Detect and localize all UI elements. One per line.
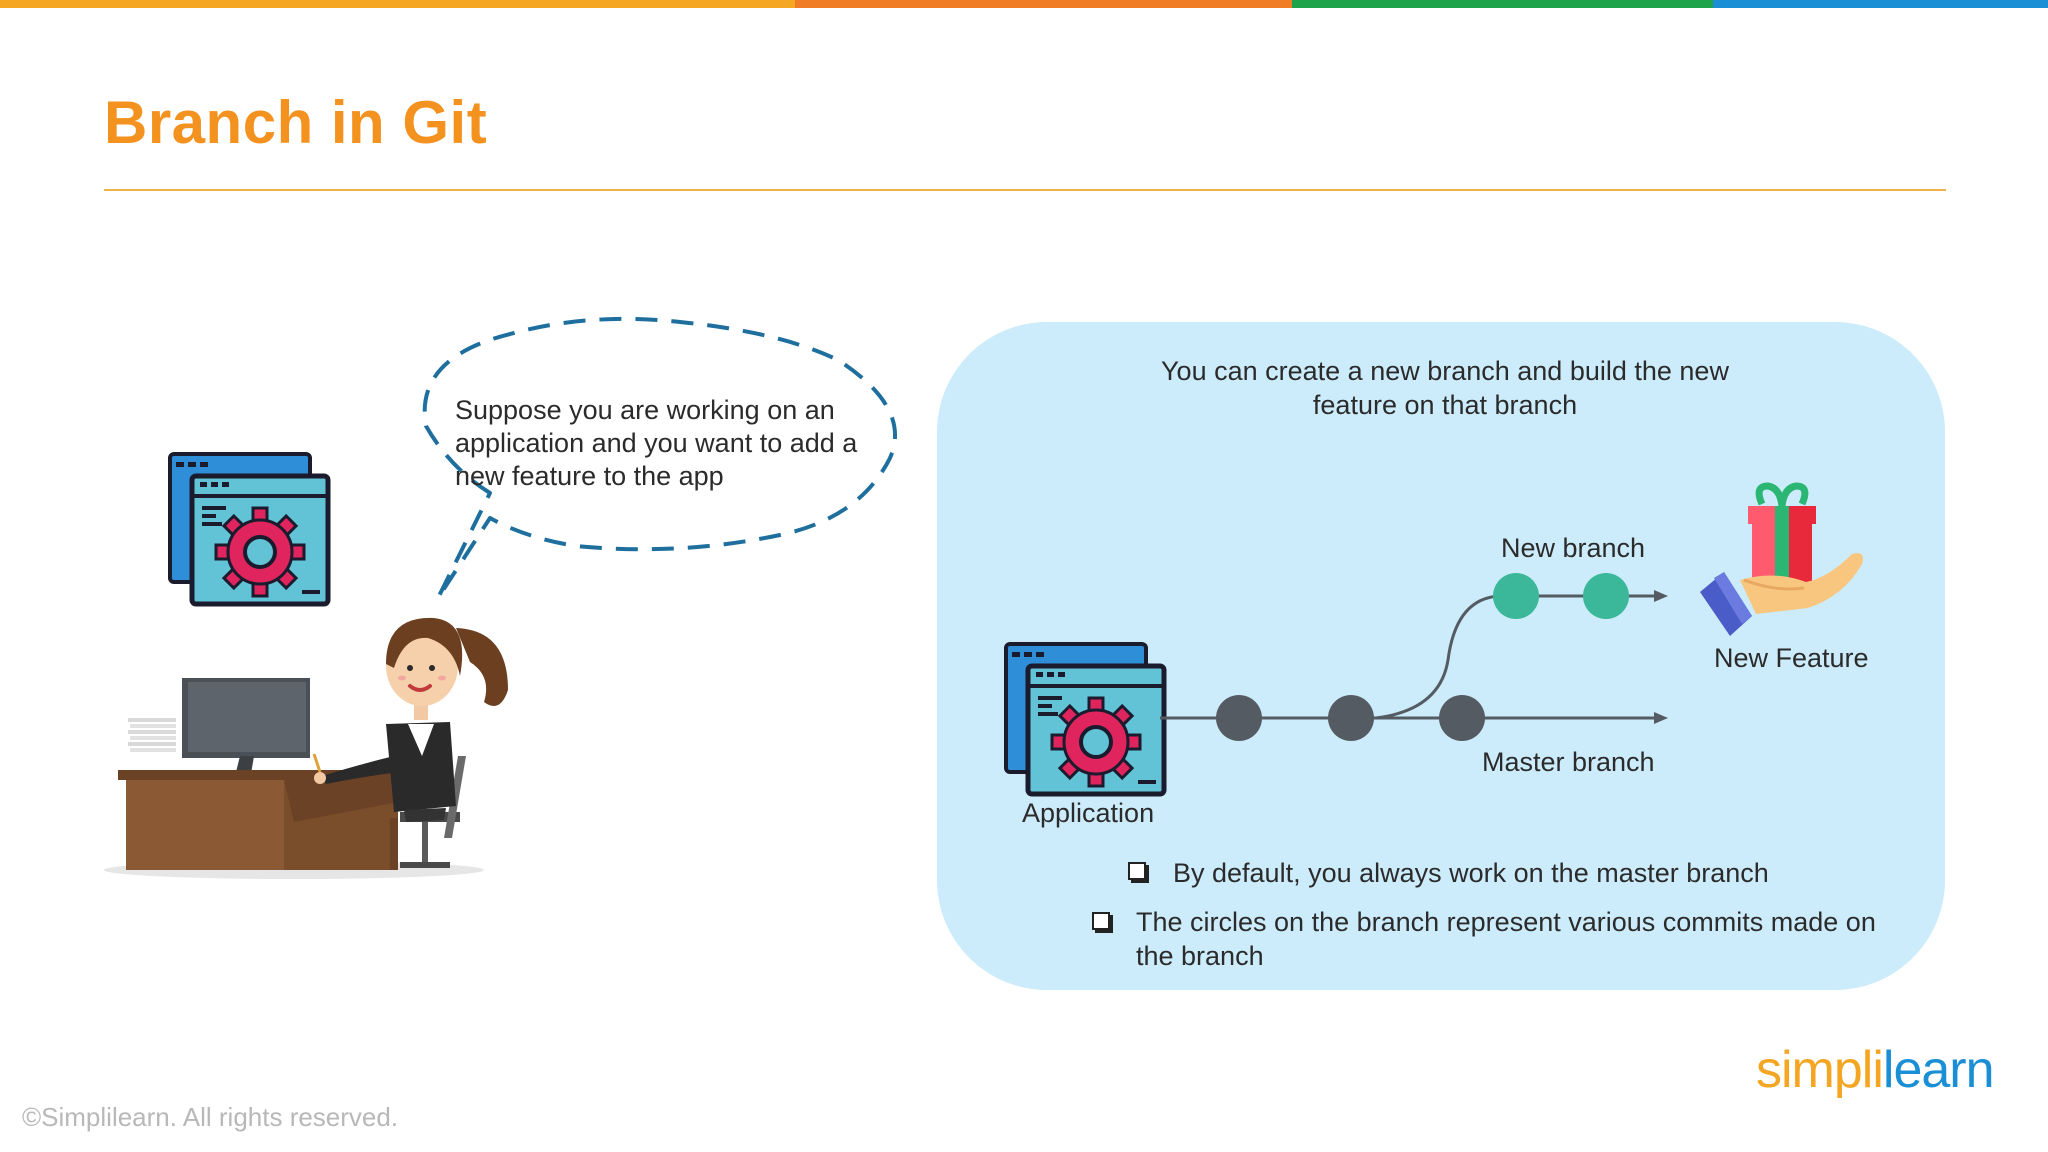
copyright-text: ©Simplilearn. All rights reserved. [22,1102,399,1132]
top-color-bar [0,0,2048,8]
speech-bubble [422,316,897,600]
bullet-icon-2 [1092,912,1110,930]
master-arrowhead [1654,712,1668,724]
developer-at-desk-illustration [104,617,508,879]
new-branch-label: New branch [1501,533,1646,563]
new-branch-arrowhead [1654,590,1668,602]
panel-heading-line1: You can create a new branch and build th… [1161,356,1729,386]
master-commit-3 [1439,695,1485,741]
new-feature-label: New Feature [1714,643,1869,673]
branch-commit-1 [1493,573,1539,619]
logo-part-i: i [1872,1041,1884,1099]
logo-part-learn: learn [1882,1041,1995,1099]
application-label: Application [1022,798,1155,828]
app-window-gear-icon [168,452,331,607]
top-bar-segment-blue [1713,0,2048,8]
master-commit-1 [1216,695,1262,741]
top-bar-segment-green [1292,0,1713,8]
bullet-text-1: By default, you always work on the maste… [1173,858,1769,888]
logo-part-simpl: simpl [1756,1041,1873,1099]
bullet-icon-1 [1128,862,1146,880]
master-branch-label: Master branch [1482,747,1655,777]
master-commit-2 [1328,695,1374,741]
branch-graph [1160,573,1668,741]
application-gear-icon [1004,642,1167,797]
title-underline [104,189,1946,191]
top-bar-segment-orange [795,0,1292,8]
bullet-text-2: The circles on the branch represent vari… [1136,907,1876,971]
top-bar-segment-yellow [0,0,795,8]
slide-title: Branch in Git [104,89,488,156]
branch-commit-2 [1583,573,1629,619]
bubble-text: Suppose you are working on an applicatio… [455,395,858,491]
panel-heading-line2: feature on that branch [1312,390,1578,420]
simplilearn-logo: simplilearn [1756,1040,1995,1100]
gift-in-hand-icon [1700,482,1863,636]
